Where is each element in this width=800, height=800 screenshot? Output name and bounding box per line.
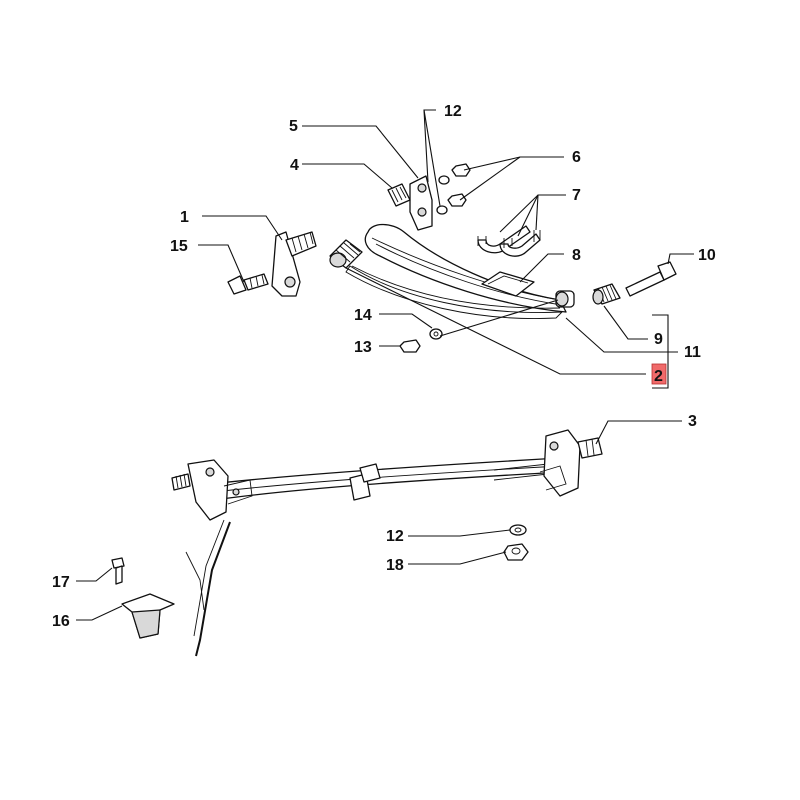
u-bolts [477, 225, 541, 257]
nut-lower [399, 339, 421, 353]
steering-arm [185, 519, 231, 657]
callout-5[interactable]: 5 [289, 118, 298, 135]
callout-16[interactable]: 16 [52, 613, 70, 630]
shackle-bracket [271, 231, 317, 297]
axle-left-end [171, 459, 253, 521]
callout-8[interactable]: 8 [572, 247, 581, 264]
callout-13[interactable]: 13 [354, 339, 372, 356]
axle-right-end [539, 429, 603, 497]
highlight-marker [651, 363, 667, 385]
rear-bolt [625, 261, 677, 297]
callout-3[interactable]: 3 [688, 413, 697, 430]
washer-axle [509, 524, 527, 536]
shackle-bolt [227, 273, 269, 295]
callout-15[interactable]: 15 [170, 238, 188, 255]
callout-12-upper[interactable]: 12 [444, 103, 462, 120]
callout-17[interactable]: 17 [52, 574, 70, 591]
front-bushing [387, 183, 411, 207]
callout-2[interactable]: 2 [654, 368, 663, 385]
callout-6[interactable]: 6 [572, 149, 581, 166]
callout-12-lower[interactable]: 12 [386, 528, 404, 545]
washers-upper [436, 175, 450, 215]
callout-7[interactable]: 7 [572, 187, 581, 204]
nuts-upper [447, 163, 471, 207]
callout-1[interactable]: 1 [180, 209, 189, 226]
axle-beam [209, 457, 563, 501]
bump-stop [121, 593, 175, 639]
spring-rear-eye [555, 290, 575, 308]
callout-10[interactable]: 10 [698, 247, 716, 264]
front-hanger-bracket [409, 175, 433, 231]
callout-18[interactable]: 18 [386, 557, 404, 574]
spring-pad [481, 271, 535, 297]
callout-4[interactable]: 4 [290, 157, 299, 174]
leader-lines [76, 109, 694, 621]
callout-11[interactable]: 11 [684, 344, 701, 361]
nut-axle [503, 543, 529, 561]
bump-stop-screw [111, 557, 125, 585]
callout-9[interactable]: 9 [654, 331, 663, 348]
callout-14[interactable]: 14 [354, 307, 372, 324]
spring-bushing-front [329, 239, 363, 269]
washer-lower [429, 328, 443, 340]
rear-bushing [592, 283, 621, 305]
